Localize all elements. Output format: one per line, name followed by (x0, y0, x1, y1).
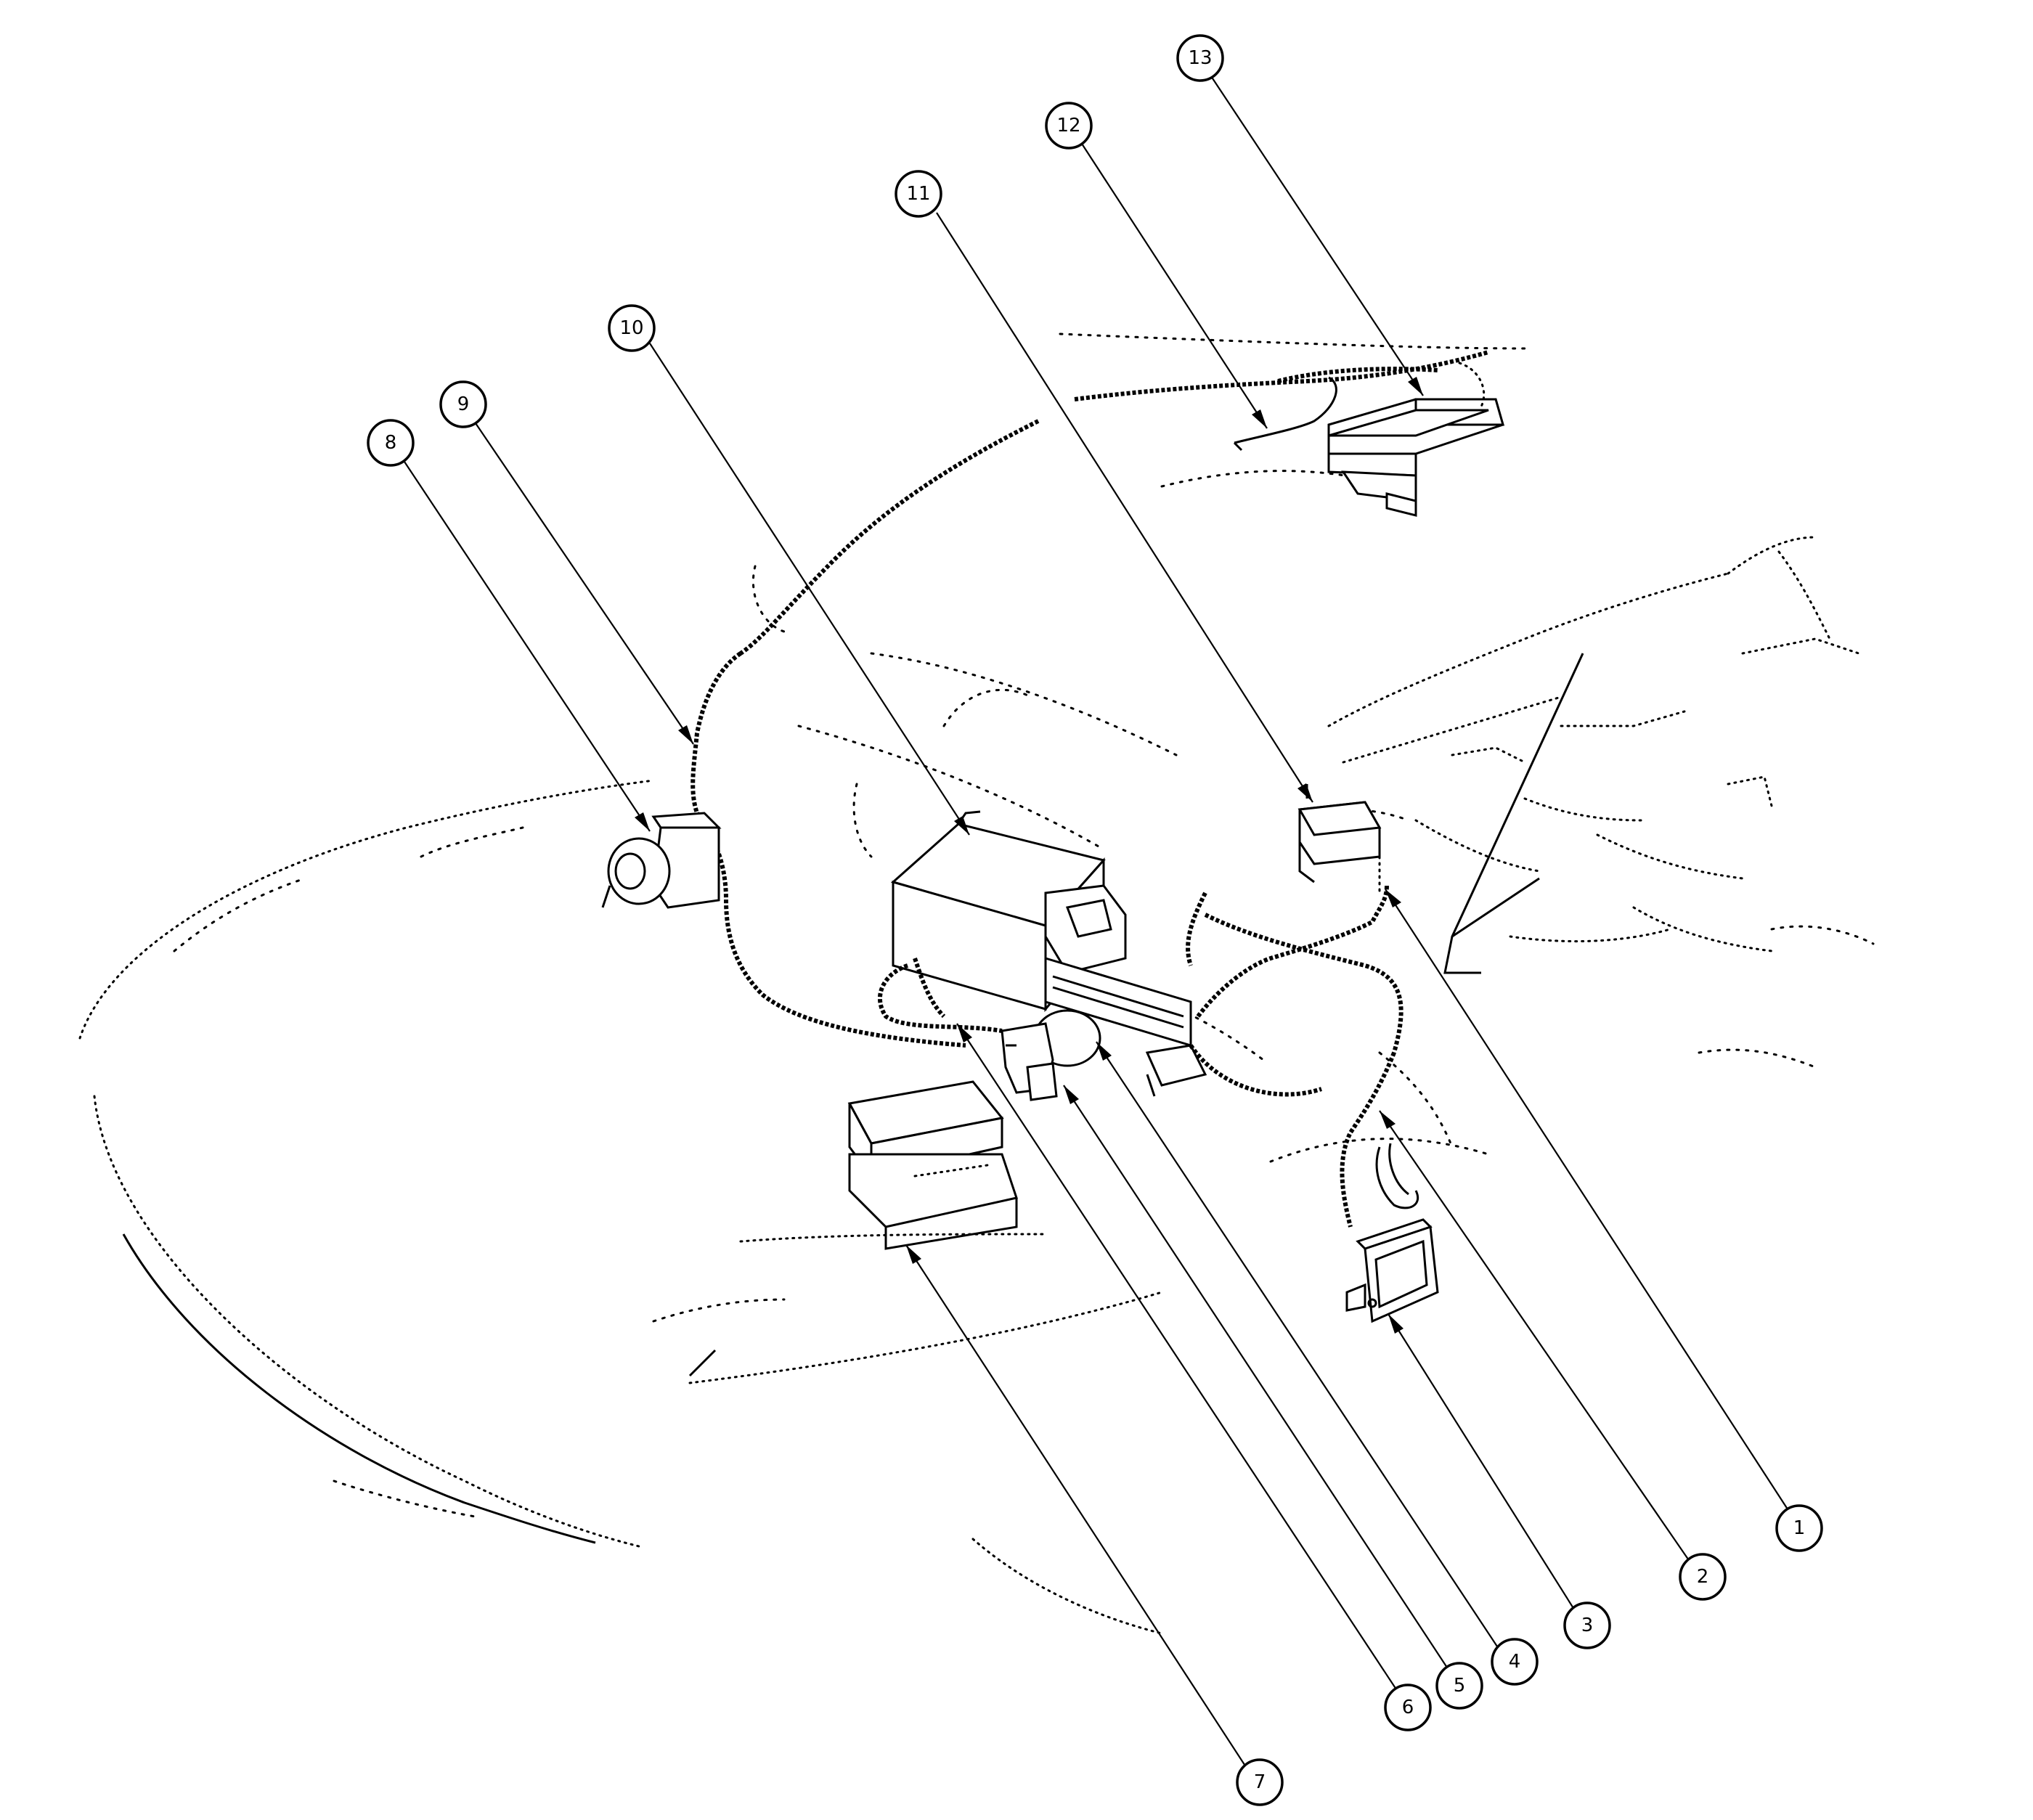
leader-line-10 (649, 343, 970, 836)
central-module-part-10 (890, 810, 1192, 1048)
leader-arrow-5 (1064, 1085, 1079, 1104)
callout-5: 5 (1435, 1662, 1483, 1710)
callout-label-3: 3 (1581, 1615, 1594, 1636)
callout-3: 3 (1563, 1601, 1611, 1649)
vehicle-body-outline (78, 332, 1875, 1635)
leader-line-4 (1096, 1041, 1504, 1656)
callout-label-13: 13 (1188, 47, 1212, 69)
callout-9: 9 (439, 380, 487, 428)
bracket-part-2 (1375, 1143, 1419, 1209)
leader-line-8 (402, 459, 651, 832)
callout-2: 2 (1679, 1553, 1727, 1601)
leader-arrow-9 (678, 725, 693, 744)
leader-line-2 (1379, 1110, 1692, 1565)
leader-line-6 (956, 1023, 1398, 1692)
leader-arrow-7 (906, 1245, 921, 1264)
dashboard-outline (1327, 536, 1860, 974)
leader-arrow-11 (1297, 783, 1313, 802)
leader-arrow-3 (1388, 1314, 1403, 1334)
leader-line-11 (936, 212, 1313, 803)
callout-label-7: 7 (1254, 1771, 1266, 1793)
callout-label-2: 2 (1697, 1566, 1709, 1588)
callout-label-10: 10 (619, 317, 643, 339)
leader-arrow-12 (1252, 409, 1267, 428)
leader-arrow-8 (635, 812, 650, 831)
component-part-8 (601, 812, 722, 909)
module-part-11 (1297, 784, 1382, 894)
leader-arrow-6 (957, 1024, 972, 1042)
callout-label-6: 6 (1402, 1697, 1414, 1718)
callout-label-8: 8 (385, 432, 397, 454)
callout-1: 1 (1775, 1504, 1823, 1552)
leader-arrow-1 (1385, 889, 1401, 907)
leader-line-9 (475, 423, 694, 745)
callout-8: 8 (367, 419, 415, 467)
callouts: 1 2 3 4 5 6 7 8 (367, 34, 1823, 1806)
callout-label-4: 4 (1509, 1651, 1521, 1673)
leader-lines (402, 76, 1791, 1772)
leader-arrow-4 (1096, 1042, 1112, 1061)
overhead-console-part-13 (1327, 362, 1504, 517)
leader-arrow-2 (1380, 1111, 1396, 1129)
cowl-harness (690, 350, 1489, 1048)
leader-line-12 (1081, 143, 1268, 429)
leader-arrow-10 (954, 816, 969, 835)
callout-label-1: 1 (1793, 1517, 1806, 1539)
leader-line-7 (905, 1244, 1250, 1772)
callout-label-11: 11 (906, 183, 930, 205)
callout-4: 4 (1491, 1638, 1539, 1686)
leader-arrow-13 (1408, 377, 1423, 396)
relay-box-part-7 (847, 1080, 1018, 1250)
callout-12: 12 (1045, 102, 1093, 150)
leader-line-1 (1385, 889, 1791, 1514)
junction-parts-4-5-6 (877, 958, 1207, 1101)
leader-line-5 (1063, 1085, 1449, 1670)
callout-label-12: 12 (1056, 115, 1080, 136)
callout-13: 13 (1176, 34, 1224, 82)
callout-7: 7 (1236, 1758, 1284, 1806)
module-part-3 (1345, 1218, 1439, 1323)
right-harness (1186, 885, 1403, 1228)
callout-10: 10 (608, 304, 656, 352)
leader-line-3 (1388, 1313, 1576, 1612)
pigtail-connector-part-12 (1233, 376, 1337, 452)
callout-11: 11 (895, 170, 942, 218)
callout-label-5: 5 (1454, 1675, 1466, 1697)
callout-label-9: 9 (457, 393, 470, 415)
leader-line-13 (1210, 76, 1424, 396)
callout-6: 6 (1384, 1684, 1432, 1731)
